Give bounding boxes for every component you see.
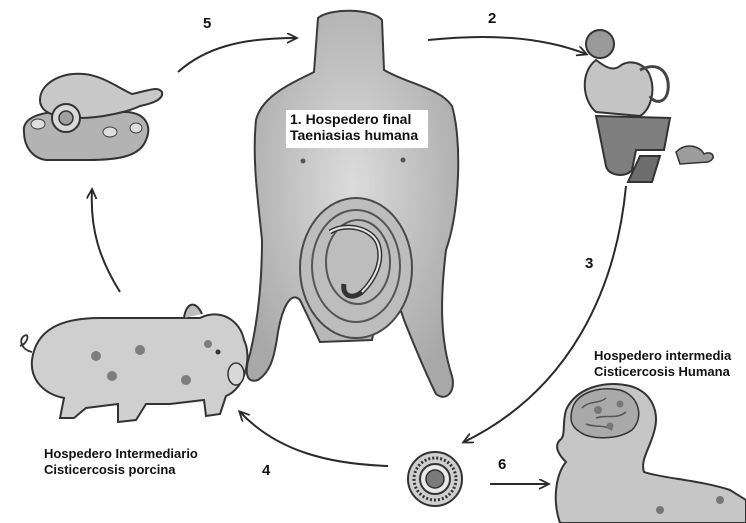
final-host-label: 1. Hospedero final Taeniasias humana [290, 111, 418, 143]
arrow-pig-to-meat [92, 190, 120, 292]
step-5-number: 5 [203, 15, 211, 32]
pig-figure [20, 305, 247, 422]
human-intermediate-host-label: Hospedero intermedia Cisticercosis Human… [594, 348, 731, 380]
final-host-label-line1: 1. Hospedero final [290, 111, 418, 127]
arrow-step-2 [428, 37, 586, 54]
pig-intermediate-host-label: Hospedero Intermediario Cisticercosis po… [44, 446, 198, 478]
human-intermediate-host-line2: Cisticercosis Humana [594, 364, 731, 380]
pig-intermediate-host-line2: Cisticercosis porcina [44, 462, 198, 478]
human-final-host-figure [247, 11, 459, 397]
human-intermediate-host-line1: Hospedero intermedia [594, 348, 731, 364]
step-3-number: 3 [585, 255, 593, 272]
pork-meat-figure [24, 74, 162, 160]
taenia-egg-figure [408, 452, 462, 506]
step-6-number: 6 [498, 456, 506, 473]
pig-intermediate-host-line1: Hospedero Intermediario [44, 446, 198, 462]
final-host-label-line2: Taeniasias humana [290, 127, 418, 143]
human-neurocysticercosis-figure [556, 384, 746, 523]
arrow-step-5 [178, 38, 296, 72]
arrow-step-4 [240, 412, 388, 466]
step-2-number: 2 [488, 10, 496, 27]
step-4-number: 4 [262, 462, 270, 479]
human-defecating-figure [585, 30, 714, 182]
